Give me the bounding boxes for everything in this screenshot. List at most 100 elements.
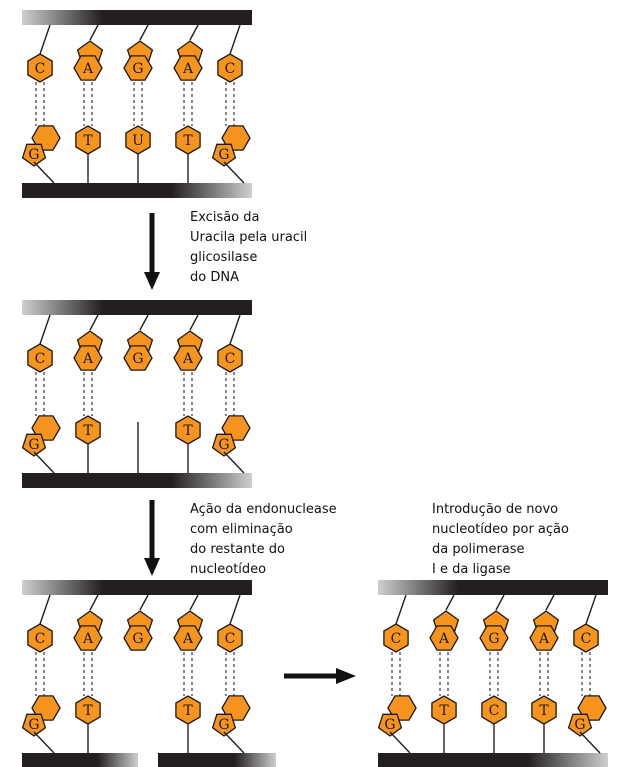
bottom-strand-right bbox=[158, 753, 276, 767]
base-hexagon-T-b1 bbox=[75, 415, 101, 445]
base-hexagon-C-t4 bbox=[217, 53, 243, 83]
base-letter-C-b2: C bbox=[489, 703, 500, 719]
caption-line: com eliminação bbox=[190, 522, 293, 537]
base-letter-C-t0: C bbox=[35, 351, 46, 367]
base-hexagon-A-t1 bbox=[73, 345, 103, 371]
step1-arrow-head bbox=[144, 272, 160, 290]
caption-line: Uracila pela uracil bbox=[190, 230, 308, 245]
bottom-backbone-link bbox=[389, 731, 411, 754]
base-letter-G-t2: G bbox=[488, 631, 499, 647]
top-backbone-link bbox=[189, 314, 199, 331]
base-hexagon-A-t1 bbox=[429, 625, 459, 651]
top-backbone-link bbox=[139, 24, 149, 41]
bottom-strand bbox=[22, 473, 252, 488]
base-hexagon-C-t0 bbox=[383, 623, 409, 653]
caption-line: do restante do bbox=[190, 542, 285, 557]
base-hexagon-C-t0 bbox=[27, 623, 53, 653]
base-ring-G-b0 bbox=[21, 713, 47, 737]
bottom-strand-left bbox=[22, 753, 138, 767]
base-ring-G-b4 bbox=[211, 433, 237, 457]
caption-line: Introdução de novo bbox=[432, 502, 559, 517]
top-backbone-link bbox=[39, 314, 51, 345]
top-backbone-link bbox=[39, 24, 51, 55]
base-letter-C-t4: C bbox=[225, 61, 236, 77]
base-letter-A-t3: A bbox=[182, 351, 194, 367]
base-hexagon-G-t2 bbox=[123, 55, 153, 81]
base-hexagon-T-b3 bbox=[175, 695, 201, 725]
base-hexagon-G-t2 bbox=[479, 625, 509, 651]
caption-uracil-excision: Excisão da Uracila pela uracil glicosila… bbox=[190, 208, 307, 288]
caption-line: I e da ligase bbox=[432, 562, 511, 577]
base-letter-G-b0: G bbox=[28, 147, 39, 163]
base-hexagon-A-t3 bbox=[173, 625, 203, 651]
base-hexagon-C-t4 bbox=[217, 623, 243, 653]
base-letter-C-t0: C bbox=[391, 631, 402, 647]
caption-line: da polimerase bbox=[432, 542, 525, 557]
bottom-backbone-link bbox=[33, 451, 55, 474]
caption-line: Ação da endonuclease bbox=[190, 502, 337, 517]
base-letter-A-t3: A bbox=[182, 631, 194, 647]
top-backbone-link bbox=[445, 594, 455, 611]
base-letter-C-t4: C bbox=[225, 631, 236, 647]
base-hexagon-C-t4 bbox=[217, 343, 243, 373]
base-letter-G-b4: G bbox=[218, 717, 229, 733]
top-backbone-link bbox=[139, 594, 149, 611]
top-backbone-link bbox=[189, 24, 199, 41]
base-letter-U-b2: U bbox=[132, 133, 144, 149]
base-hexagon-A-t3 bbox=[173, 55, 203, 81]
base-letter-T-b1: T bbox=[83, 703, 93, 719]
base-letter-G-b0: G bbox=[28, 717, 39, 733]
base-letter-T-b1: T bbox=[439, 703, 449, 719]
top-strand bbox=[22, 300, 252, 315]
base-ring-G-b0 bbox=[377, 713, 403, 737]
base-ring-G-b4 bbox=[211, 143, 237, 167]
base-letter-A-t1: A bbox=[82, 351, 94, 367]
bottom-strand bbox=[378, 753, 608, 767]
base-hexagon-T-b3 bbox=[175, 125, 201, 155]
base-letter-G-b4: G bbox=[218, 437, 229, 453]
base-letter-T-b3: T bbox=[183, 423, 193, 439]
base-hexagon-T-b3 bbox=[531, 695, 557, 725]
base-letter-T-b3: T bbox=[539, 703, 549, 719]
base-letter-T-b3: T bbox=[183, 133, 193, 149]
top-backbone-link bbox=[89, 314, 99, 331]
base-hexagon-T-b3 bbox=[175, 415, 201, 445]
base-letter-A-t1: A bbox=[438, 631, 450, 647]
base-letter-A-t1: A bbox=[82, 61, 94, 77]
base-hexagon-A-t3 bbox=[173, 345, 203, 371]
caption-endonuclease: Ação da endonuclease com eliminação do r… bbox=[190, 500, 337, 580]
top-backbone-link bbox=[395, 594, 407, 625]
base-hexagon-C-t0 bbox=[27, 53, 53, 83]
top-backbone-link bbox=[39, 594, 51, 625]
base-hexagon-A-t3 bbox=[529, 625, 559, 651]
top-backbone-link bbox=[89, 24, 99, 41]
base-hexagon-A-t1 bbox=[73, 55, 103, 81]
base-letter-T-b1: T bbox=[83, 423, 93, 439]
base-letter-G-t2: G bbox=[132, 61, 143, 77]
top-backbone-link bbox=[229, 314, 241, 345]
caption-line: Excisão da bbox=[190, 210, 260, 225]
bottom-backbone-link bbox=[223, 161, 245, 184]
top-backbone-link bbox=[585, 594, 597, 625]
base-letter-G-b4: G bbox=[218, 147, 229, 163]
base-letter-A-t3: A bbox=[538, 631, 550, 647]
base-ring-G-b4 bbox=[211, 713, 237, 737]
caption-line: do DNA bbox=[190, 270, 239, 285]
bottom-backbone-link bbox=[579, 731, 601, 754]
base-letter-A-t3: A bbox=[182, 61, 194, 77]
base-hexagon-C-t4 bbox=[573, 623, 599, 653]
bottom-backbone-link bbox=[33, 731, 55, 754]
base-hexagon-G-t2 bbox=[123, 625, 153, 651]
base-letter-T-b3: T bbox=[183, 703, 193, 719]
base-letter-T-b1: T bbox=[83, 133, 93, 149]
base-letter-G-b0: G bbox=[28, 437, 39, 453]
base-hexagon-C-b2 bbox=[481, 695, 507, 725]
base-letter-A-t1: A bbox=[82, 631, 94, 647]
base-hexagon-T-b1 bbox=[431, 695, 457, 725]
base-hexagon-T-b1 bbox=[75, 695, 101, 725]
